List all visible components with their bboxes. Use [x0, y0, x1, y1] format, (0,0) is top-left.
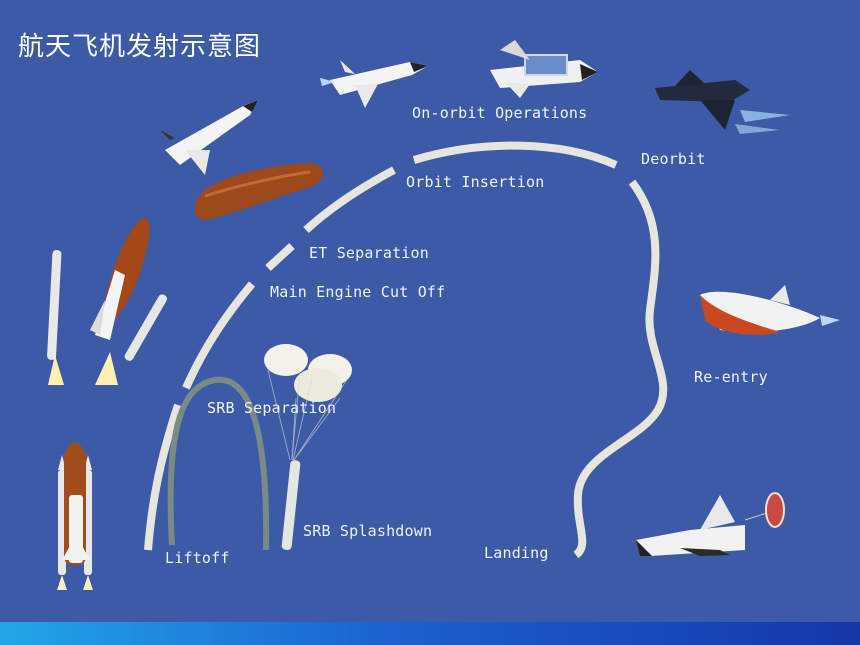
shuttle-deorbit-image [655, 70, 790, 134]
path-segment-liftoff [144, 403, 182, 551]
shuttle-on-pad-image [57, 442, 93, 590]
path-segment-ascent [182, 281, 256, 390]
label-srb-separation: SRB Separation [207, 399, 337, 417]
label-re-entry: Re-entry [694, 368, 768, 386]
shuttle-on-orbit-image [490, 40, 598, 98]
page-title: 航天飞机发射示意图 [18, 32, 262, 62]
path-segment-reentry-landing [573, 179, 668, 559]
shuttle-reentry-image [700, 285, 840, 335]
ascent-shuttle-image [47, 218, 167, 385]
label-orbit-insertion: Orbit Insertion [406, 173, 545, 191]
path-segment-orbit-insertion [303, 166, 396, 233]
label-et-separation: ET Separation [309, 244, 429, 262]
label-srb-splashdown: SRB Splashdown [303, 522, 433, 540]
bottom-gradient-bar [0, 622, 860, 645]
label-landing: Landing [484, 544, 549, 562]
path-segment-orbit [412, 141, 618, 169]
label-on-orbit-operations: On-orbit Operations [412, 104, 588, 122]
label-liftoff: Liftoff [165, 549, 230, 567]
shuttle-orbit-image [320, 60, 428, 108]
shuttle-landing-image [636, 492, 785, 556]
label-deorbit: Deorbit [641, 150, 706, 168]
label-main-engine-cut-off: Main Engine Cut Off [270, 283, 446, 301]
srb-arc [167, 376, 270, 551]
external-tank-image [194, 163, 324, 220]
shuttle-separated-image [160, 100, 258, 175]
path-segment-et [265, 243, 295, 271]
flight-path [144, 141, 668, 559]
srb-parachutes-image [264, 344, 352, 550]
